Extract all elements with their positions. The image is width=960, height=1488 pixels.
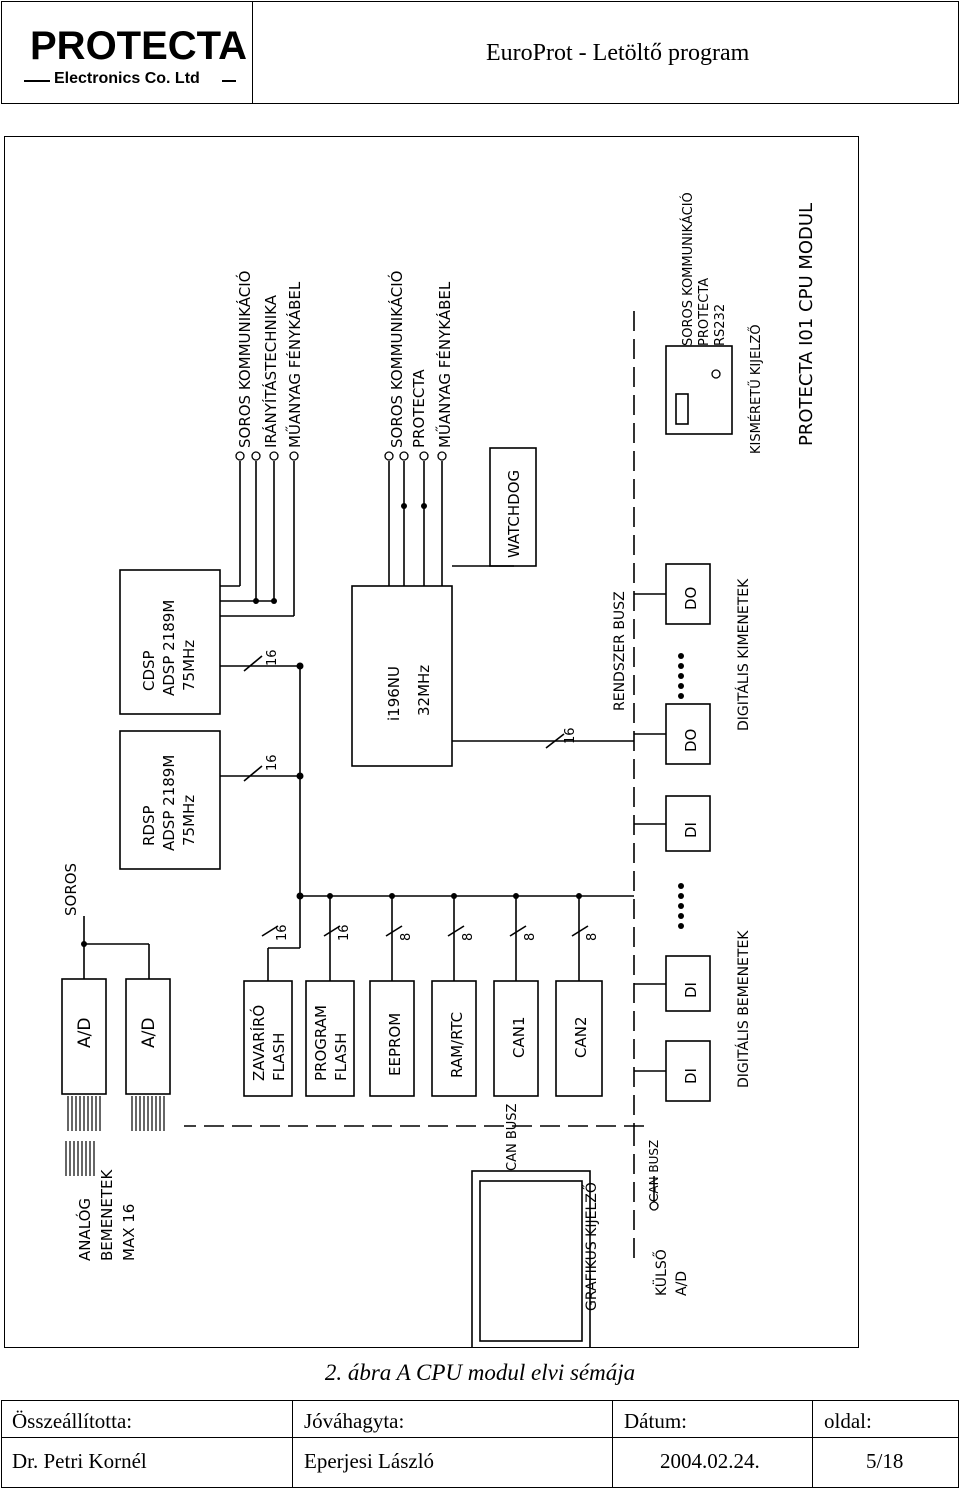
- rendszer-busz-label: RENDSZER BUSZ: [612, 591, 628, 711]
- eeprom-label: EEPROM: [386, 1013, 404, 1076]
- cpu-block-diagram: SOROS A/D A/D ANALÓG BEMENETEK MAX 16 RD…: [61, 192, 817, 1348]
- diagram-frame: [4, 136, 859, 1348]
- width-label-can2: 8: [585, 933, 600, 941]
- cdsp-label-3: 75MHz: [180, 640, 198, 691]
- ramrtc-label: RAM/RTC: [448, 1012, 466, 1078]
- rdsp-label-1: RDSP: [140, 805, 158, 846]
- compiled-label: Összeállította:: [12, 1409, 133, 1433]
- ad2-label: A/D: [139, 1018, 159, 1048]
- kulso-label-1: KÜLSŐ: [652, 1249, 670, 1296]
- logo-rule-right: [222, 80, 236, 82]
- footer-col-divider-2: [612, 1401, 613, 1487]
- date-label: Dátum:: [624, 1409, 687, 1433]
- rs232-label-2: PROTECTA: [697, 278, 712, 346]
- program-label-1: PROGRAM: [312, 1005, 330, 1081]
- cpu-comm-2: PROTECTA: [410, 369, 428, 448]
- cdsp-label-2: ADSP 2189M: [160, 600, 178, 696]
- document-title: EuroProt - Letöltő program: [486, 40, 750, 66]
- zavariro-label-2: FLASH: [270, 1033, 288, 1081]
- cpu-label-1: i196NU: [385, 666, 403, 721]
- width-label-cdsp: 16: [265, 649, 280, 666]
- module-title-label: PROTECTA I01 CPU MODUL: [796, 203, 817, 446]
- can2-label: CAN2: [572, 1017, 590, 1059]
- page-value: 5/18: [866, 1449, 904, 1473]
- analog-label-1: ANALÓG: [75, 1198, 94, 1261]
- dsp-comm-1: SOROS KOMMUNIKÁCIÓ: [235, 271, 254, 448]
- can1-label: CAN1: [510, 1017, 528, 1059]
- ad1-label: A/D: [75, 1018, 95, 1048]
- can-busz-label-2: CAN BUSZ: [647, 1140, 661, 1202]
- compiled-value: Dr. Petri Kornél: [12, 1449, 147, 1473]
- width-label-eeprom: 8: [399, 933, 414, 941]
- rdsp-label-2: ADSP 2189M: [160, 755, 178, 851]
- width-label-ramrtc: 8: [461, 933, 476, 941]
- soros-label: SOROS: [62, 863, 80, 916]
- digital-inputs-label: DIGITÁLIS BEMENETEK: [735, 930, 752, 1088]
- dsp-comm-3: MŰANYAG FÉNYKÁBEL: [284, 281, 304, 448]
- di-label-3: DI: [682, 822, 700, 838]
- analog-label-2: BEMENETEK: [98, 1168, 116, 1261]
- width-label-zavariro: 16: [275, 924, 290, 941]
- width-label-can1: 8: [523, 933, 538, 941]
- do-label-2: DO: [682, 587, 700, 610]
- signature-table: Összeállította: Jóváhagyta: Dátum: oldal…: [1, 1400, 959, 1488]
- figure-caption: 2. ábra A CPU modul elvi sémája: [324, 1360, 636, 1385]
- width-label-program: 16: [337, 924, 352, 941]
- watchdog-label: WATCHDOG: [505, 470, 523, 558]
- footer-col-divider-3: [812, 1401, 813, 1487]
- company-logo: PROTECTA Electronics Co. Ltd: [2, 2, 253, 103]
- approved-label: Jóváhagyta:: [304, 1409, 405, 1433]
- analog-label-3: MAX 16: [120, 1204, 138, 1261]
- small-display-label: KISMÉRETŰ KIJELZŐ: [748, 324, 764, 454]
- logo-wordmark: PROTECTA: [30, 24, 248, 68]
- page-label: oldal:: [824, 1409, 872, 1433]
- cpu-label-2: 32MHz: [415, 665, 433, 716]
- cpu-comm-3: MŰANYAG FÉNYKÁBEL: [434, 281, 454, 448]
- kulso-label-2: A/D: [674, 1271, 690, 1296]
- do-label-1: DO: [682, 729, 700, 752]
- di-label-1: DI: [682, 1068, 700, 1084]
- di-label-2: DI: [682, 982, 700, 998]
- footer-col-divider-1: [292, 1401, 293, 1487]
- footer-divider: [2, 1437, 958, 1438]
- dsp-comm-2: IRÁNYÍTÁSTECHNIKA: [261, 294, 280, 448]
- date-value: 2004.02.24.: [660, 1449, 760, 1473]
- width-label-rdsp: 16: [265, 754, 280, 771]
- rdsp-label-3: 75MHz: [180, 795, 198, 846]
- program-label-2: FLASH: [332, 1033, 350, 1081]
- rs232-label-1: SOROS KOMMUNIKÁCIÓ: [680, 192, 696, 346]
- page-header: PROTECTA Electronics Co. Ltd EuroProt - …: [1, 1, 959, 104]
- approved-value: Eperjesi László: [304, 1449, 435, 1473]
- rs232-label-3: RS232: [713, 304, 728, 346]
- width-label-cpu: 16: [563, 727, 578, 744]
- cdsp-label-1: CDSP: [140, 650, 158, 691]
- logo-rule-left: [24, 80, 50, 82]
- logo-subtitle: Electronics Co. Ltd: [54, 70, 200, 87]
- digital-outputs-label: DIGITÁLIS KIMENETEK: [735, 578, 752, 731]
- can-busz-label-1: CAN BUSZ: [505, 1103, 520, 1171]
- cpu-comm-1: SOROS KOMMUNIKÁCIÓ: [387, 271, 406, 448]
- grafikus-label: GRAFIKUS KIJELZŐ: [582, 1182, 600, 1311]
- zavariro-label-1: ZAVARÍRÓ: [249, 1005, 268, 1081]
